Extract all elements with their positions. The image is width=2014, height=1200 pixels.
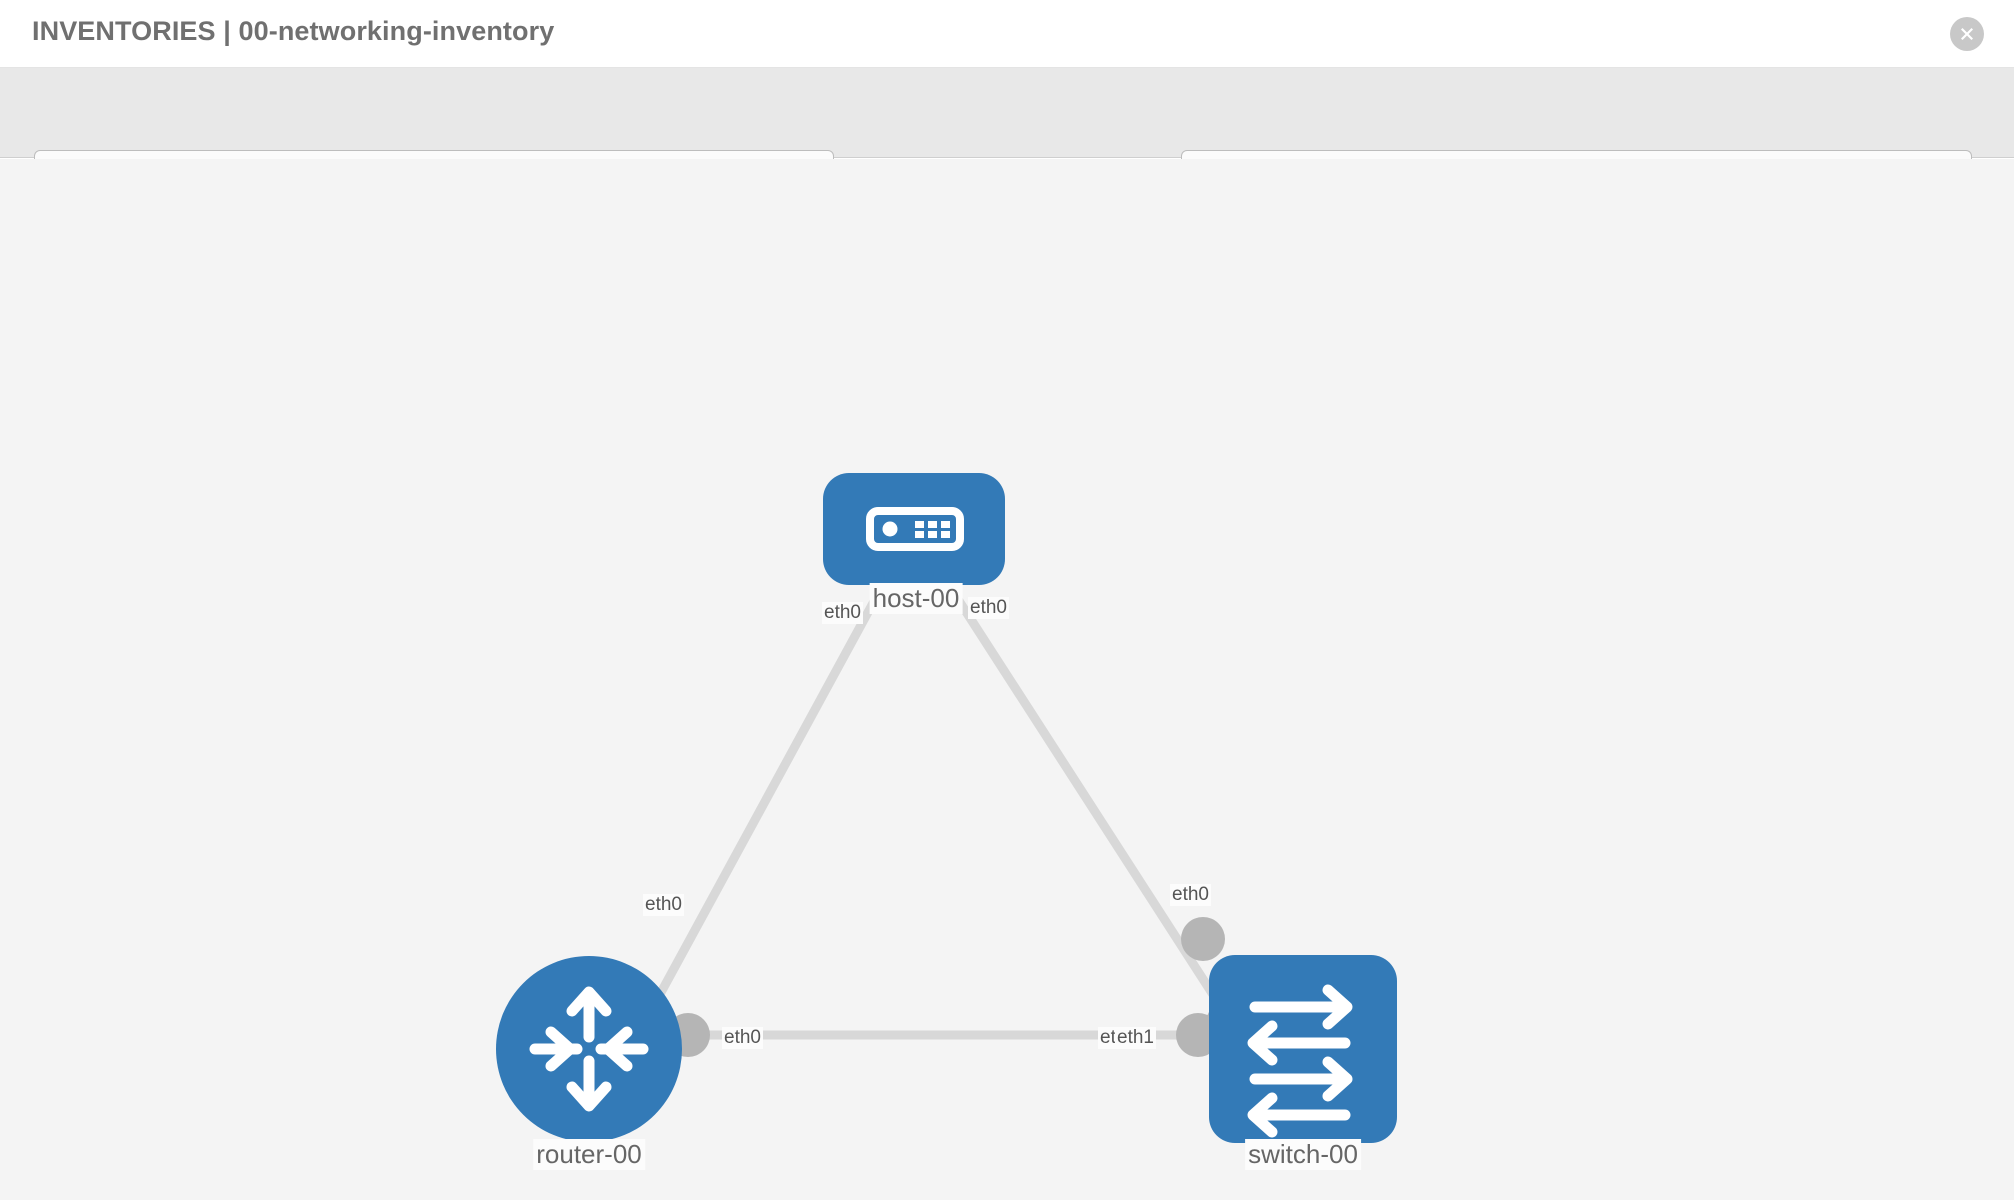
node-label-router-00: router-00 [533,1139,645,1170]
topology-canvas[interactable]: eth0 eth0 eth0 eth0 eth0 eth0 eth1 host-… [0,159,2014,1200]
link-host-router[interactable] [636,556,901,1034]
iface-label: eth1 [1115,1027,1156,1049]
close-x-glyph [1961,28,1973,40]
node-label-switch-00: switch-00 [1245,1139,1361,1170]
router-icon [529,986,649,1112]
node-switch-00[interactable] [1209,955,1397,1143]
node-host-00[interactable] [823,473,1005,585]
page-header: INVENTORIES | 00-networking-inventory [0,0,2014,68]
iface-label: eth0 [722,1027,763,1049]
iface-label: eth0 [822,602,863,624]
iface-label: eth0 [1170,884,1211,906]
iface-label: eth0 [968,597,1009,619]
page-title: INVENTORIES | 00-networking-inventory [32,16,555,46]
switch-icon [1247,984,1353,1138]
node-label-host-00: host-00 [869,583,963,614]
link-host-switch[interactable] [928,556,1234,1024]
connector-endpoints [666,543,1250,1057]
close-icon[interactable] [1950,17,1984,51]
toolbar: ACTIONS SEARCH [0,68,2014,206]
server-icon [866,507,964,551]
iface-label: eth0 [643,894,684,916]
topology-graph [496,473,1397,1143]
node-router-00[interactable] [496,956,682,1142]
